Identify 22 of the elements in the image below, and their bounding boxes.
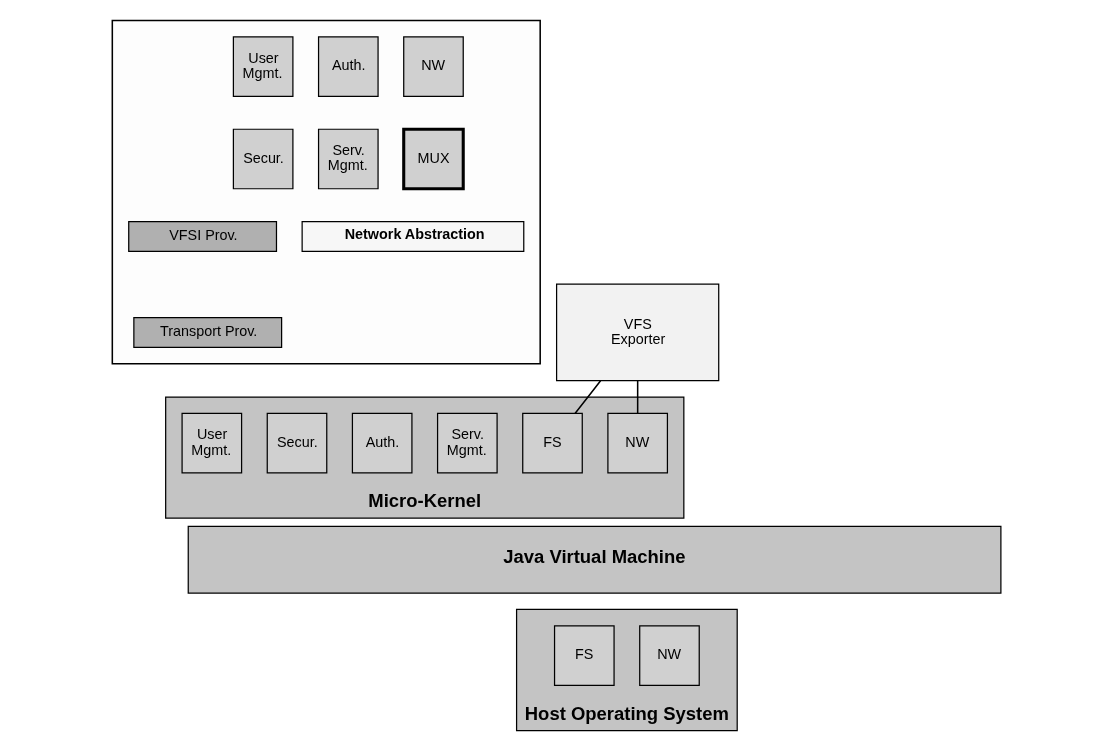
node-box: Serv. Mgmt. (317, 128, 379, 190)
node-box: NW (402, 36, 464, 98)
node-box: NW (606, 412, 668, 474)
node-box: Network Abstraction (301, 220, 524, 252)
node-box: VFS Exporter (555, 283, 719, 382)
node-box: User Mgmt. (180, 412, 242, 474)
connector (636, 380, 638, 415)
node-box: Secur. (266, 412, 327, 474)
node-box: VFSI Prov. (127, 220, 277, 252)
node-box: Auth. (351, 412, 413, 474)
node-box: Transport Prov. (132, 316, 282, 348)
node-box: FS (521, 412, 583, 474)
node-box: NW (638, 625, 700, 686)
cluster (111, 19, 541, 365)
node-box: MUX (401, 127, 465, 191)
node-box: User Mgmt. (232, 36, 293, 98)
node-box: Auth. (317, 36, 379, 98)
node-box: FS (553, 625, 615, 686)
node-box: Secur. (232, 128, 293, 190)
node-box: Serv. Mgmt. (436, 412, 498, 474)
connector (573, 380, 601, 415)
node-box: Java Virtual Machine (187, 525, 1001, 594)
